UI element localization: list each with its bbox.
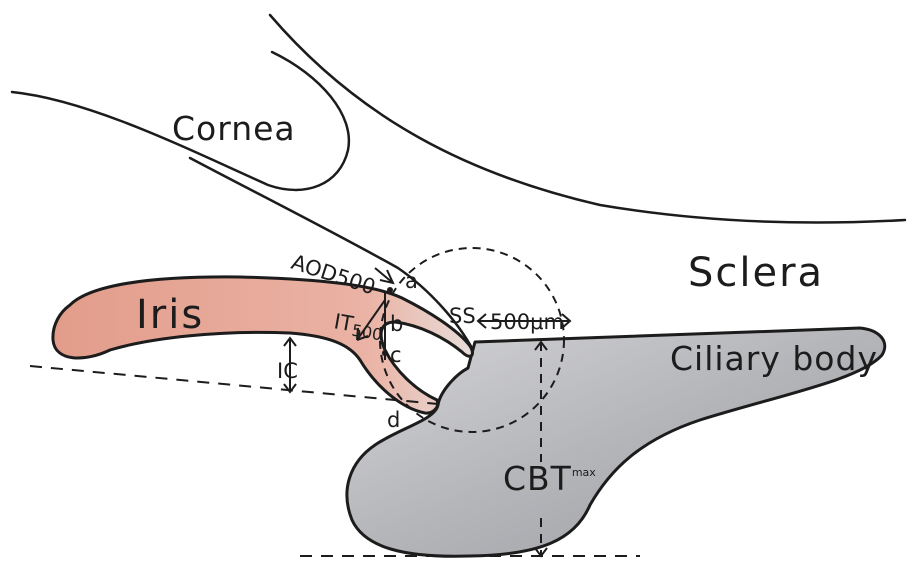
- label-cornea: Cornea: [172, 109, 296, 148]
- point-c-dot: [382, 350, 388, 356]
- label-point-a: a: [405, 269, 418, 293]
- label-cbt-sup: max: [572, 466, 596, 479]
- label-scleral-spur: SS: [449, 304, 476, 328]
- label-point-b: b: [390, 312, 403, 336]
- sclera-outline: [270, 15, 905, 223]
- label-ic: IC: [277, 359, 298, 383]
- label-iris: Iris: [136, 292, 204, 338]
- iris-shape: [53, 277, 473, 413]
- label-point-c: c: [390, 343, 402, 367]
- label-sclera: Sclera: [688, 250, 824, 296]
- label-point-d: d: [387, 408, 400, 432]
- label-cbt-main: CBT: [503, 459, 572, 498]
- label-ciliary-body: Ciliary body: [670, 339, 878, 378]
- label-500um: 500μm: [490, 310, 564, 334]
- point-a-dot: [387, 287, 393, 293]
